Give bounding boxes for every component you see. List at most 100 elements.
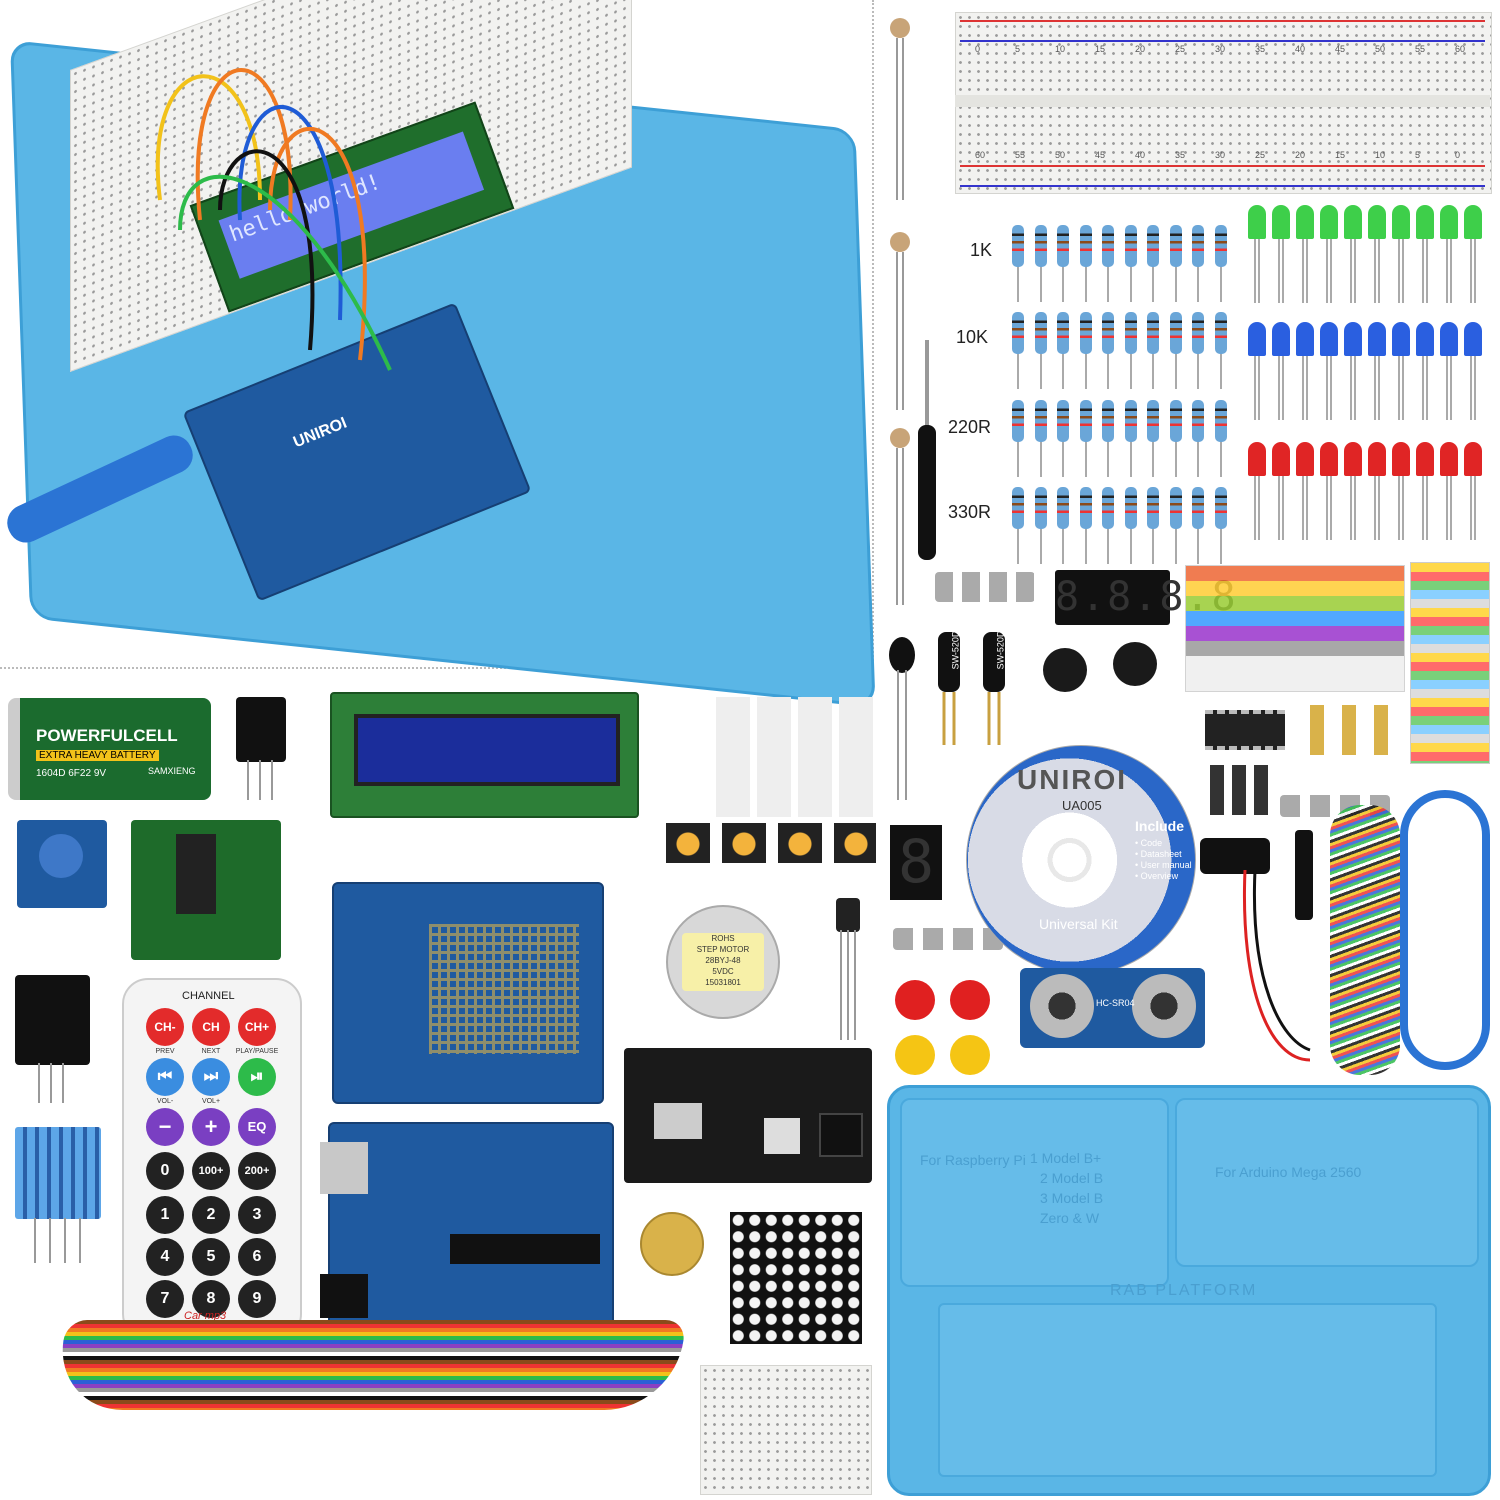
breadboard-number: 10 xyxy=(1375,150,1386,160)
resistor-lead xyxy=(1062,354,1064,389)
resistor-lead xyxy=(1174,267,1177,302)
resistor xyxy=(1214,487,1227,529)
resistor-lead xyxy=(1084,267,1087,302)
breadboard-channel xyxy=(955,95,1490,107)
push-button-red-2 xyxy=(950,980,990,1020)
remote-digit-button[interactable]: 1 xyxy=(146,1196,184,1234)
stepper-label-line: 15031801 xyxy=(705,978,741,987)
remote-digit-button[interactable]: 7 xyxy=(146,1280,184,1318)
remote-volume-button[interactable]: + xyxy=(192,1108,230,1146)
remote-button-caption: PLAY/PAUSE xyxy=(235,1048,279,1055)
remote-digit-button[interactable]: 3 xyxy=(238,1196,276,1234)
remote-digit-button[interactable]: 5 xyxy=(192,1238,230,1276)
resistor-lead xyxy=(1039,267,1042,302)
resistor-lead xyxy=(1084,442,1087,477)
led-lead xyxy=(1254,239,1260,303)
gpio-reference-card xyxy=(1410,562,1490,764)
resistor-lead xyxy=(1062,267,1064,302)
remote-playback-button[interactable]: ⏮ xyxy=(146,1058,184,1096)
remote-number-button[interactable]: 0 xyxy=(146,1152,184,1190)
led-lead xyxy=(1350,476,1356,540)
remote-number-button[interactable]: 100+ xyxy=(192,1152,230,1190)
resistor-label-330r: 330R xyxy=(948,502,992,522)
battery-code: 1604D 6F22 9V xyxy=(36,768,107,779)
led-lead xyxy=(1398,356,1404,420)
cd-include-item: • Datasheet xyxy=(1135,849,1182,859)
led xyxy=(1440,442,1458,476)
resistor xyxy=(1192,400,1204,442)
brass-standoffs xyxy=(1310,705,1400,755)
nine-volt-battery: POWERFULCELL EXTRA HEAVY BATTERY 1604D 6… xyxy=(8,698,211,800)
resistor xyxy=(1102,312,1114,354)
resistor-lead xyxy=(1107,267,1109,302)
led xyxy=(1464,442,1482,476)
breadboard-number: 50 xyxy=(1055,150,1066,160)
uno-board xyxy=(320,1122,614,1344)
usb-a-port xyxy=(654,1103,702,1139)
jumper-wire-bundle xyxy=(1330,805,1400,1075)
ultrasonic-transducer-left xyxy=(1030,974,1094,1038)
led-lead xyxy=(1422,476,1428,540)
remote-volume-button[interactable]: − xyxy=(146,1108,184,1146)
led xyxy=(1344,442,1362,476)
seven-segment-display: 8 xyxy=(890,825,942,900)
led-lead xyxy=(1350,239,1356,303)
remote-channel-button[interactable]: CH+ xyxy=(238,1008,276,1046)
led xyxy=(1464,205,1482,239)
remote-digit-button[interactable]: 2 xyxy=(192,1196,230,1234)
resistor-lead xyxy=(1017,267,1019,302)
remote-digit-button[interactable]: 4 xyxy=(146,1238,184,1276)
push-button-yellow-1 xyxy=(895,1035,935,1075)
remote-button-caption: VOL+ xyxy=(201,1098,221,1105)
remote-digit-button[interactable]: 9 xyxy=(238,1280,276,1318)
resistor-lead xyxy=(1219,529,1222,564)
remote-channel-button[interactable]: CH xyxy=(192,1008,230,1046)
screws-mid xyxy=(893,928,1003,950)
resistor-lead xyxy=(1197,354,1199,389)
led xyxy=(1248,205,1266,239)
led-lead xyxy=(1422,356,1428,420)
led xyxy=(1392,205,1410,239)
resistor-lead xyxy=(1084,529,1087,564)
led xyxy=(1464,322,1482,356)
uln2003-driver-board xyxy=(131,820,281,960)
tray-mega-area xyxy=(1175,1098,1479,1267)
resistor-lead xyxy=(1107,354,1109,389)
remote-button-caption: PREV xyxy=(155,1048,175,1055)
resistor xyxy=(1124,225,1137,267)
prototype-shield xyxy=(332,882,604,1104)
tray-rpi-model: 3 Model B xyxy=(1040,1190,1104,1206)
led xyxy=(1296,322,1314,356)
panel-divider-horizontal xyxy=(0,667,874,669)
remote-number-button[interactable]: 200+ xyxy=(238,1152,276,1190)
usb-b-port xyxy=(320,1142,368,1194)
remote-digit-button[interactable]: 8 xyxy=(192,1280,230,1318)
resistor xyxy=(1012,400,1024,442)
resistor xyxy=(1012,225,1024,267)
breadboard-number: 0 xyxy=(1455,150,1461,160)
breadboard-number: 50 xyxy=(1375,44,1386,54)
remote-playback-button[interactable]: ⏯ xyxy=(238,1058,276,1096)
remote-channel-button[interactable]: CH- xyxy=(146,1008,184,1046)
usb-cable-coiled xyxy=(1400,790,1490,1070)
remote-volume-button[interactable]: EQ xyxy=(238,1108,276,1146)
cd-include-item: • Code xyxy=(1135,838,1163,848)
remote-digit-button[interactable]: 6 xyxy=(238,1238,276,1276)
breadboard-number: 45 xyxy=(1335,44,1346,54)
breadboard-number: 60 xyxy=(975,150,986,160)
tray-rpi-area xyxy=(900,1098,1169,1287)
tray-rpi-labels: For Raspberry Pi xyxy=(920,1150,1026,1170)
resistor xyxy=(1034,487,1047,529)
remote-playback-button[interactable]: ⏭ xyxy=(192,1058,230,1096)
cd-include-list: • Code • Datasheet • User manual • Overv… xyxy=(1135,838,1192,882)
resistor-lead xyxy=(1197,529,1199,564)
lcd1602-module xyxy=(330,692,639,818)
breadboard-number: 35 xyxy=(1175,150,1186,160)
led xyxy=(1296,205,1314,239)
full-breadboard xyxy=(955,12,1492,194)
rail-blue-top xyxy=(960,40,1485,42)
led-lead xyxy=(1326,239,1332,303)
resistor xyxy=(1057,400,1069,442)
led-matrix-8x8 xyxy=(730,1212,862,1344)
led xyxy=(1416,442,1434,476)
